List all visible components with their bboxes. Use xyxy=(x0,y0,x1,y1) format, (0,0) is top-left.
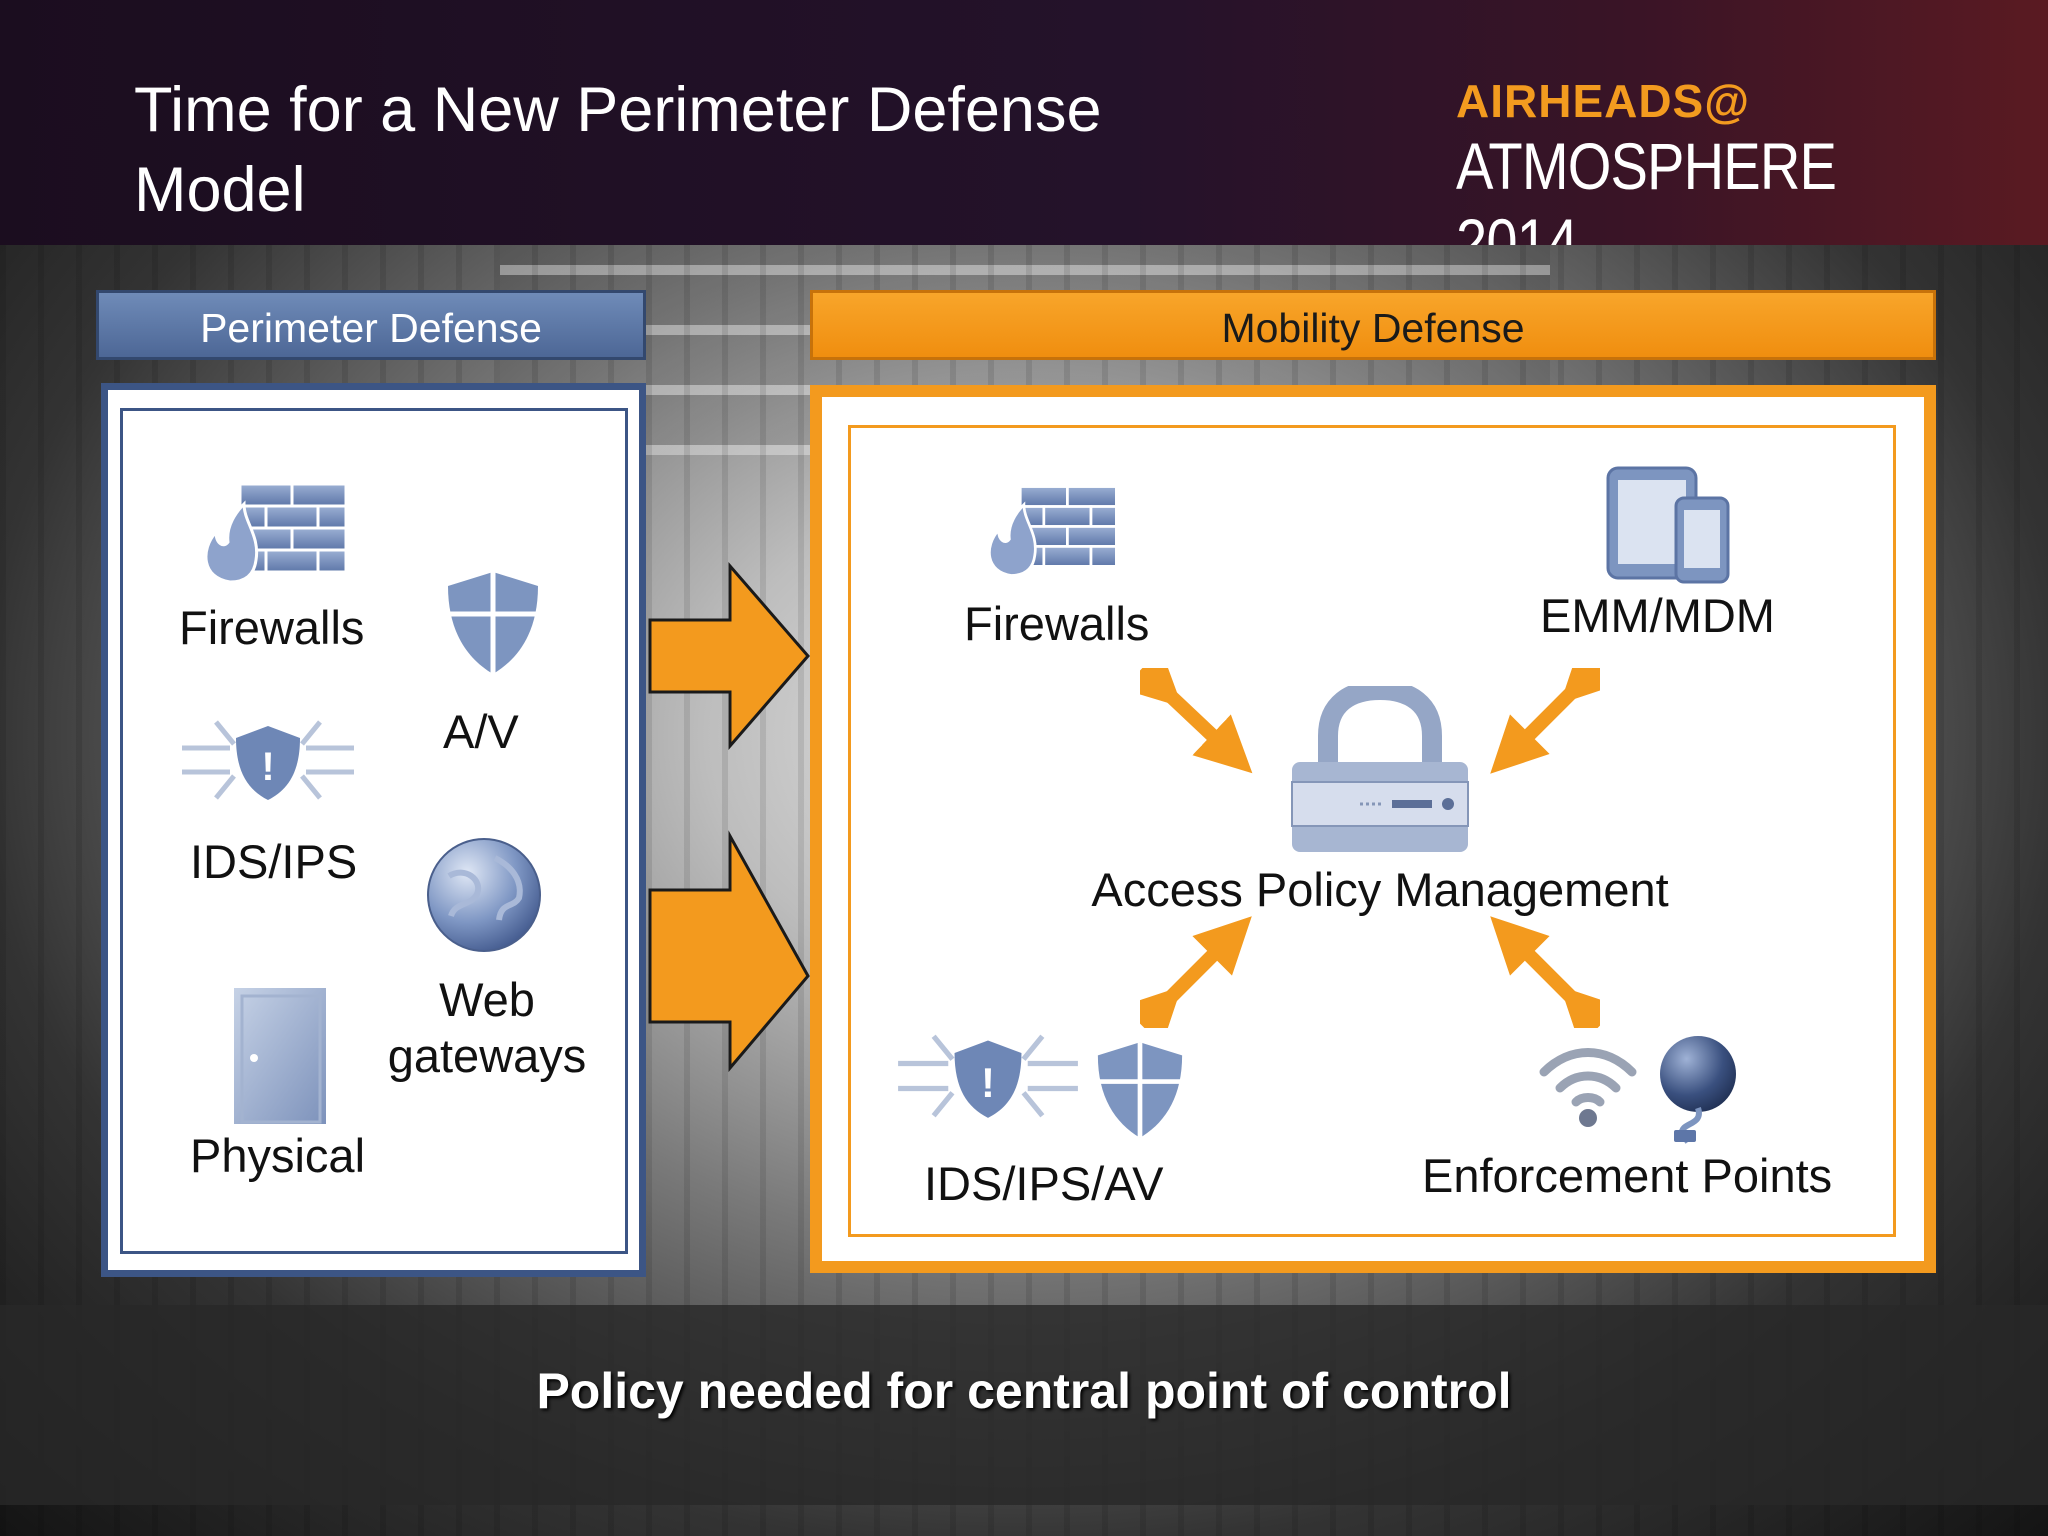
lower-arrow-icon xyxy=(648,830,810,1073)
firewall-icon xyxy=(988,485,1118,577)
perimeter-av-label: A/V xyxy=(443,705,519,758)
brand-atmosphere: ATMOSPHERE 2014 xyxy=(1456,129,1837,279)
upper-arrow-icon xyxy=(648,561,810,751)
perimeter-ids-ips-label: IDS/IPS xyxy=(190,835,358,888)
takeaway-text: Policy needed for central point of contr… xyxy=(536,1363,1512,1419)
mobility-emm-mdm-label: EMM/MDM xyxy=(1540,589,1775,642)
arrow-emm-to-center xyxy=(1490,668,1600,774)
perimeter-panel xyxy=(101,383,646,1277)
arrow-ids-to-center xyxy=(1140,916,1252,1028)
bidirectional-arrows xyxy=(1140,668,1600,1028)
shield-icon xyxy=(448,572,538,674)
svg-text:!: ! xyxy=(981,1059,995,1106)
takeaway-band xyxy=(0,1305,2048,1505)
slide-header: Time for a New Perimeter Defense Model A… xyxy=(0,0,2048,279)
shield-icon xyxy=(1097,1042,1183,1138)
mobility-defense-header: Mobility Defense xyxy=(810,290,1936,360)
perimeter-web-gateways-label: Web gateways xyxy=(387,973,587,1082)
arrow-firewalls-to-center xyxy=(1140,668,1253,774)
globe-icon xyxy=(427,838,541,952)
brand-airheads: AIRHEADS@ xyxy=(1456,75,1751,127)
access-policy-management-label: Access Policy Management xyxy=(1091,863,1669,916)
door-icon xyxy=(234,988,326,1124)
globe-cable-icon xyxy=(1660,1036,1736,1144)
mobility-enforcement-points-label: Enforcement Points xyxy=(1422,1149,1833,1202)
lock-appliance-icon xyxy=(1291,686,1469,852)
perimeter-firewalls-label: Firewalls xyxy=(179,601,365,654)
mobility-ids-ips-av-label: IDS/IPS/AV xyxy=(924,1157,1164,1210)
mobility-panel-inner xyxy=(848,425,1896,1237)
ids-icon: ! xyxy=(182,720,354,800)
slide-title: Time for a New Perimeter Defense Model xyxy=(134,75,1102,225)
wifi-icon xyxy=(1539,1048,1637,1127)
mobility-firewalls-label: Firewalls xyxy=(964,597,1150,650)
svg-text:!: ! xyxy=(261,745,274,789)
tablet-phone-icon xyxy=(1606,466,1730,584)
firewall-icon xyxy=(204,482,348,584)
ids-icon: ! xyxy=(898,1034,1078,1118)
arrow-enforcement-to-center xyxy=(1490,916,1600,1028)
transition-arrows xyxy=(648,561,810,1073)
perimeter-defense-header: Perimeter Defense xyxy=(96,290,646,360)
perimeter-panel-inner xyxy=(120,408,628,1254)
perimeter-physical-label: Physical xyxy=(190,1129,366,1182)
